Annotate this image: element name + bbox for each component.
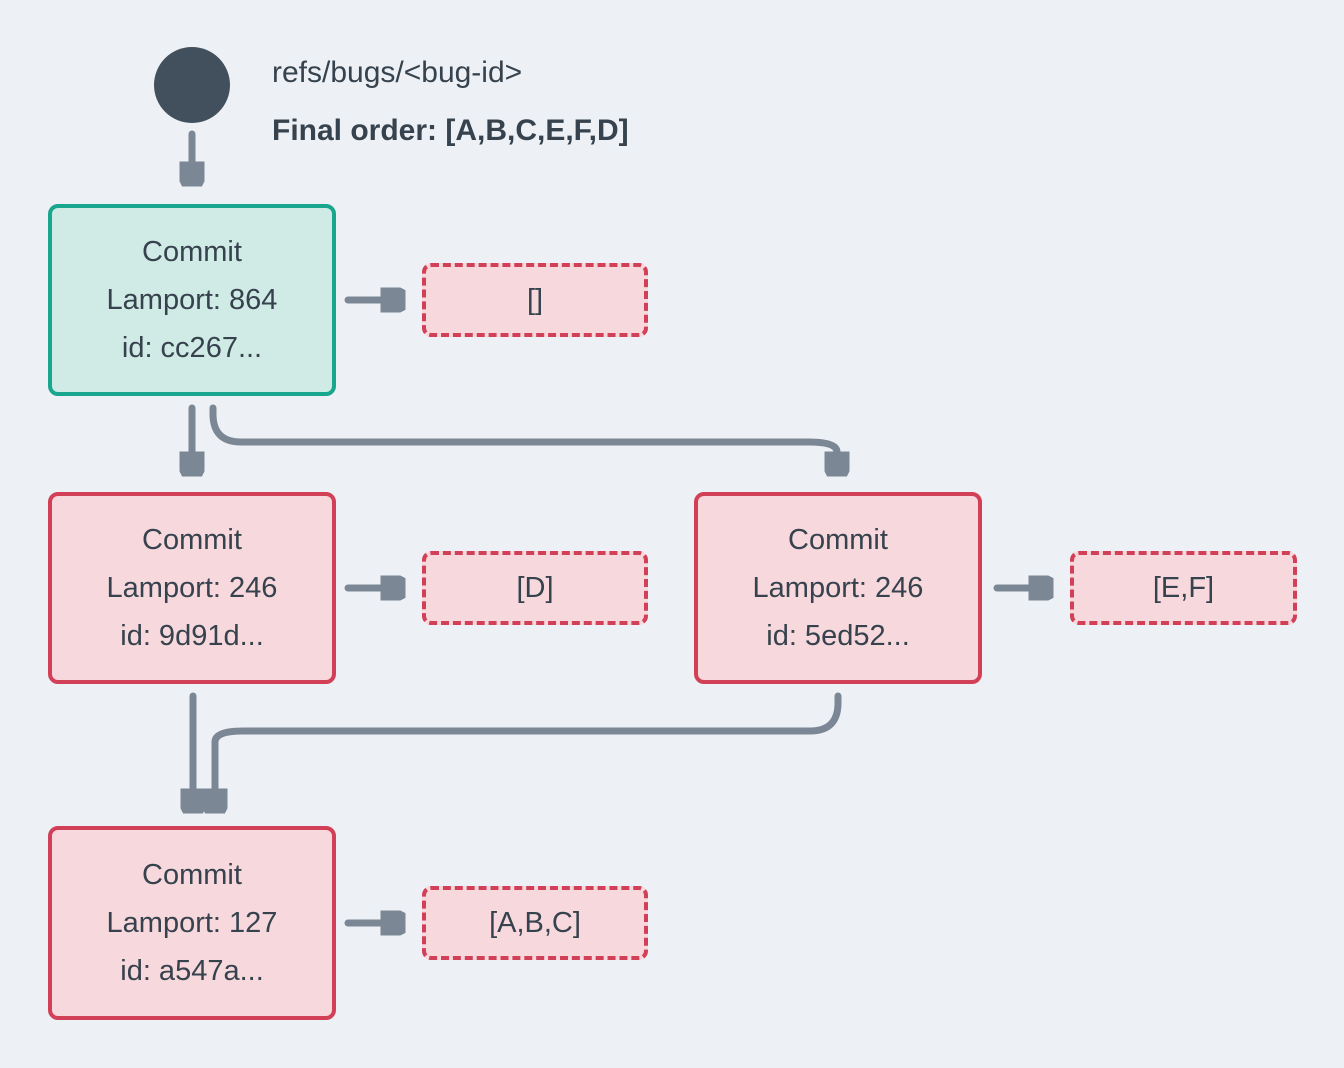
- payload-box-root: []: [422, 263, 648, 337]
- payload-box-left-child: [D]: [422, 551, 648, 625]
- commit-node-bottom: Commit Lamport: 127 id: a547a...: [48, 826, 336, 1020]
- edge-right-child-to-bottom: [215, 692, 842, 806]
- commit-node-root: Commit Lamport: 864 id: cc267...: [48, 204, 336, 396]
- commit-id-label: id: 9d91d...: [120, 620, 264, 652]
- commit-node-right-child: Commit Lamport: 246 id: 5ed52...: [694, 492, 982, 684]
- commit-type-label: Commit: [142, 859, 242, 891]
- commit-id-label: id: cc267...: [121, 332, 263, 364]
- branch-head-dot: [154, 47, 230, 123]
- payload-box-right-child: [E,F]: [1070, 551, 1297, 625]
- commit-lamport-label: Lamport: 864: [106, 284, 278, 316]
- commit-node-left-child: Commit Lamport: 246 id: 9d91d...: [48, 492, 336, 684]
- commit-lamport-label: Lamport: 127: [106, 907, 278, 939]
- commit-id-label: id: 5ed52...: [766, 620, 910, 652]
- edge-root-to-right-child: [209, 404, 837, 469]
- payload-box-bottom: [A,B,C]: [422, 886, 648, 960]
- commit-lamport-label: Lamport: 246: [752, 572, 924, 604]
- commit-type-label: Commit: [788, 524, 888, 556]
- final-order-label: Final order: [A,B,C,E,F,D]: [272, 114, 629, 147]
- commit-type-label: Commit: [142, 524, 242, 556]
- commit-id-label: id: a547a...: [120, 955, 264, 987]
- commit-type-label: Commit: [142, 236, 242, 268]
- ref-name-label: refs/bugs/<bug-id>: [272, 56, 523, 89]
- commit-lamport-label: Lamport: 246: [106, 572, 278, 604]
